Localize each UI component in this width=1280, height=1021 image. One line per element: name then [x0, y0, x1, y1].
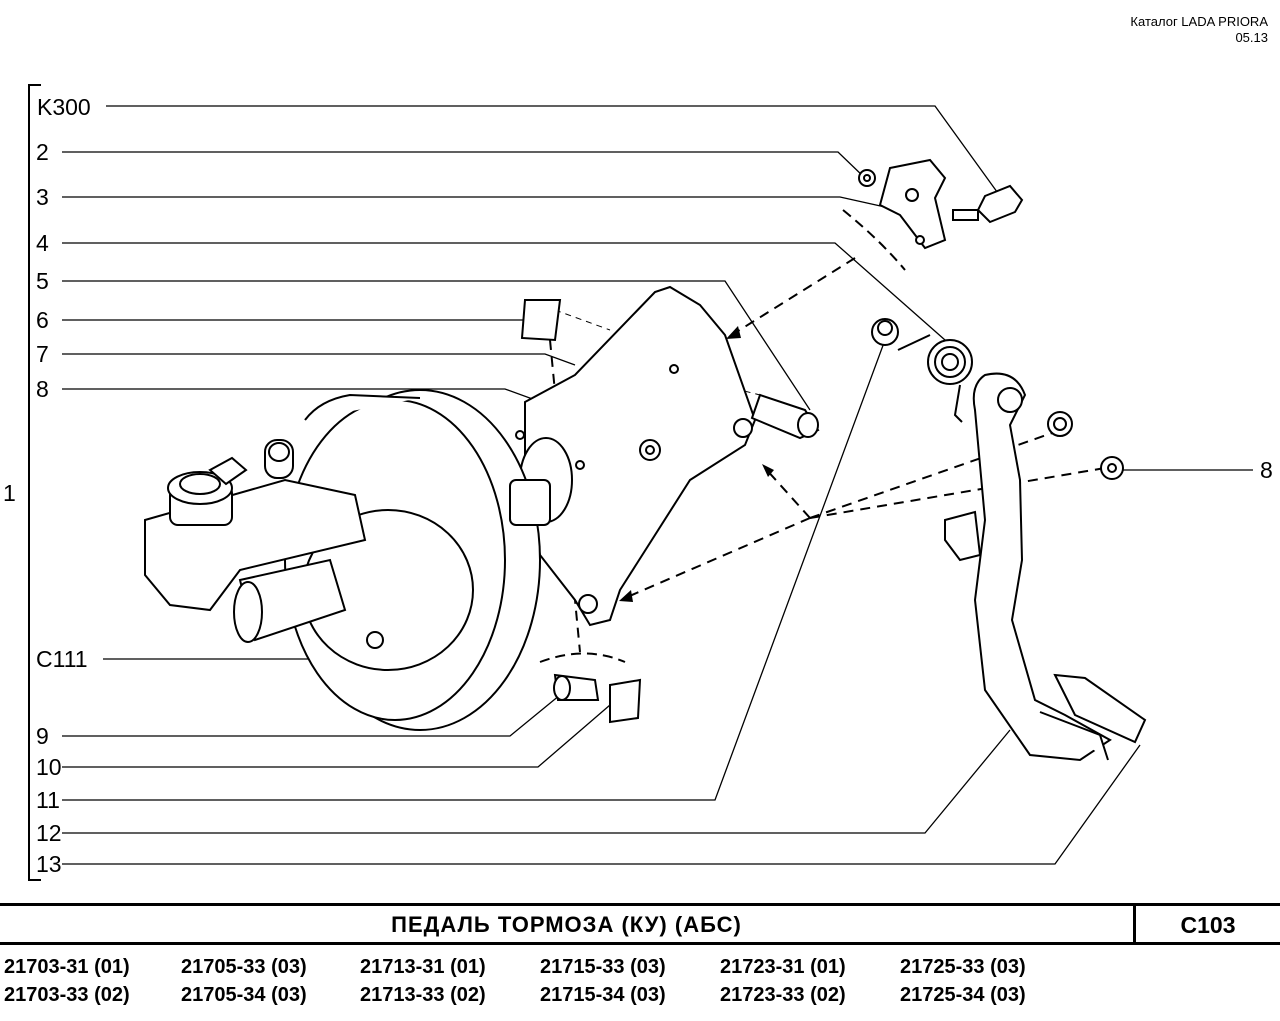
vacuum-booster [284, 389, 551, 731]
callout-k300: K300 [37, 94, 91, 120]
model-code: 21723-33 (02) [720, 984, 846, 1006]
model-row: 21703-31 (01) 21705-33 (03) 21713-31 (01… [0, 956, 1280, 984]
catalog-name: Каталог LADA PRIORA [1130, 14, 1268, 29]
callout-8-right: 8 [1260, 457, 1273, 483]
title-divider [1133, 906, 1136, 942]
model-code: 21713-33 (02) [360, 984, 486, 1006]
model-row: 21703-33 (02) 21705-34 (03) 21713-33 (02… [0, 984, 1280, 1012]
catalog-date: 05.13 [1235, 30, 1268, 45]
callout-10: 10 [36, 754, 62, 780]
leader-lines [62, 105, 1253, 865]
callout-3: 3 [36, 184, 49, 210]
return-spring [897, 334, 973, 423]
callout-2: 2 [36, 139, 49, 165]
brake-pedal-diagram [28, 84, 1253, 881]
model-code: 21725-33 (03) [900, 956, 1026, 978]
model-code: 21713-31 (01) [360, 956, 486, 978]
model-code: 21715-33 (03) [540, 956, 666, 978]
section-code: C103 [1180, 912, 1236, 938]
model-code: 21703-31 (01) [4, 956, 130, 978]
model-code: 21703-33 (02) [4, 984, 130, 1006]
model-code: 21705-34 (03) [181, 984, 307, 1006]
model-code: 21723-31 (01) [720, 956, 846, 978]
model-list: 21703-31 (01) 21705-33 (03) 21713-31 (01… [0, 956, 1280, 1012]
arrow-heads [619, 326, 774, 602]
master-cylinder [144, 439, 367, 643]
callout-12: 12 [36, 820, 62, 846]
callout-8: 8 [36, 376, 49, 402]
top-right-parts [858, 158, 1024, 250]
model-code: 21705-33 (03) [181, 956, 307, 978]
callout-5: 5 [36, 268, 49, 294]
callout-11: 11 [36, 787, 60, 813]
callout-7: 7 [36, 341, 49, 367]
model-code: 21725-34 (03) [900, 984, 1026, 1006]
model-code: 21715-34 (03) [540, 984, 666, 1006]
callout-c111: C111 [36, 646, 88, 672]
pin-and-clips [520, 299, 1124, 724]
catalog-header: Каталог LADA PRIORA 05.13 [1130, 14, 1268, 46]
title-bar: ПЕДАЛЬ ТОРМОЗА (КУ) (АБС) C103 [0, 903, 1280, 945]
group-bracket [28, 84, 41, 881]
callout-group-1: 1 [3, 480, 16, 506]
callout-13: 13 [36, 851, 62, 877]
callout-6: 6 [36, 307, 49, 333]
callout-9: 9 [36, 723, 49, 749]
brake-pedal [944, 372, 1147, 762]
callout-4: 4 [36, 230, 49, 256]
arc-marks [539, 209, 906, 663]
page-title: ПЕДАЛЬ ТОРМОЗА (КУ) (АБС) [391, 912, 742, 937]
